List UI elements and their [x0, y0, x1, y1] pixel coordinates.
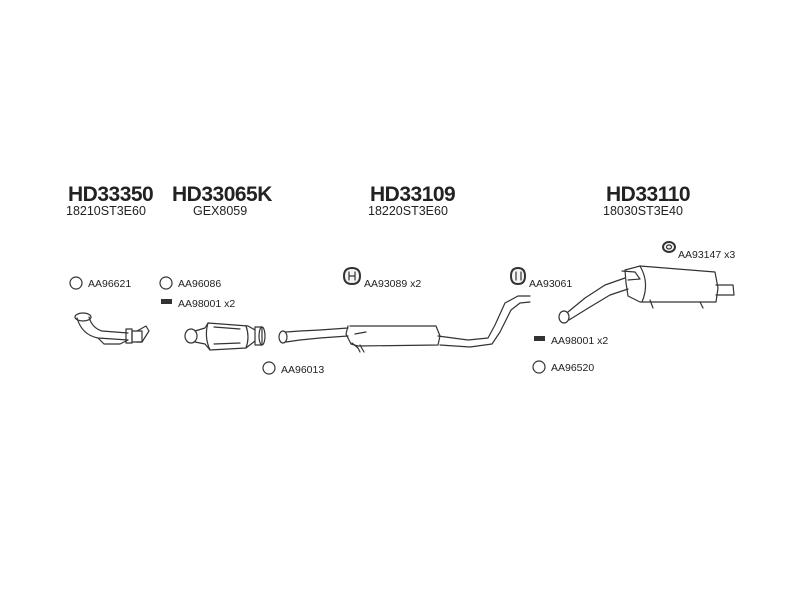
oem-number-middle-silencer: 18220ST3E60	[368, 204, 448, 218]
part-code-front-pipe: HD33350	[68, 183, 154, 206]
oem-number-front-pipe: 18210ST3E60	[66, 204, 146, 218]
label-aa96013: AA96013	[281, 364, 325, 376]
part-code-rear-silencer: HD33110	[606, 183, 691, 206]
clamp-bar-icon-left	[161, 299, 172, 304]
rubber-hanger-icon-aa93061	[510, 267, 526, 285]
label-aa98001-right: AA98001 x2	[551, 335, 609, 347]
part-code-catalytic-converter: HD33065K	[172, 183, 272, 206]
clamp-bar-icon-right	[534, 336, 545, 341]
part-code-middle-silencer: HD33109	[370, 183, 456, 206]
oem-number-rear-silencer: 18030ST3E40	[603, 204, 683, 218]
gasket-ring-icon-aa96520	[532, 360, 546, 374]
front-pipe-drawing	[74, 312, 150, 345]
rubber-mount-icon-aa93147	[662, 241, 676, 253]
rear-silencer-drawing	[558, 265, 735, 324]
oem-number-catalytic-converter: GEX8059	[193, 204, 248, 218]
label-aa96621: AA96621	[88, 278, 132, 290]
label-aa96086: AA96086	[178, 278, 222, 290]
label-aa93147: AA93147 x3	[678, 249, 736, 261]
label-aa96520: AA96520	[551, 362, 595, 374]
label-aa93061: AA93061	[529, 278, 573, 290]
middle-silencer-drawing	[278, 295, 531, 353]
gasket-ring-icon-aa96086	[159, 276, 173, 290]
gasket-ring-icon-aa96013	[262, 361, 276, 375]
label-aa98001-left: AA98001 x2	[178, 298, 236, 310]
gasket-ring-icon-aa96621	[69, 276, 83, 290]
rubber-hanger-icon-aa93089	[343, 267, 361, 285]
catalytic-converter-drawing	[184, 322, 266, 351]
label-aa93089: AA93089 x2	[364, 278, 422, 290]
